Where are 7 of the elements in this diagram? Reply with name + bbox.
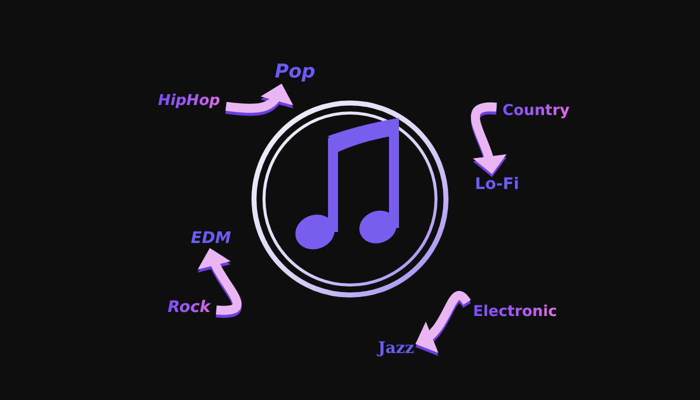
curved-arrow xyxy=(471,102,506,174)
genre-label: Jazz xyxy=(372,333,420,363)
curved-arrow xyxy=(199,248,242,315)
genre-label: Pop xyxy=(268,56,322,88)
curved-arrow xyxy=(416,291,471,351)
genre-label: Lo-Fi xyxy=(468,169,526,199)
genre-label: EDM xyxy=(184,223,238,253)
